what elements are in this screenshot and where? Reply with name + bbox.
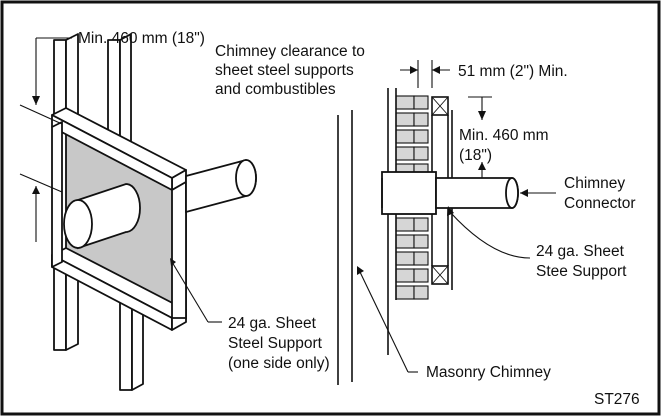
leader-sheet-support-left (170, 258, 222, 323)
brick (413, 285, 429, 300)
label-min-460-right-1: Min. 460 mm (459, 127, 549, 144)
dimension-min-460-right (460, 96, 492, 179)
label-sheet-support-left-2: Steel Support (228, 335, 323, 352)
brick (395, 268, 415, 283)
brick (413, 112, 429, 127)
brick (395, 217, 415, 232)
label-51mm: 51 mm (2") Min. (458, 63, 568, 80)
brick (413, 95, 429, 110)
brick (395, 285, 415, 300)
label-chimney-connector-2: Connector (564, 195, 636, 212)
masonry-chimney-walls (337, 88, 389, 385)
chimney-connector-pipe-left-front (63, 183, 141, 250)
label-min-460-top: Min. 460 mm (18") (78, 30, 205, 47)
jamb-right (171, 181, 187, 319)
brick (413, 268, 429, 283)
brick (413, 251, 429, 266)
brick (413, 146, 429, 161)
brick (413, 234, 429, 249)
label-sheet-support-left-1: 24 ga. Sheet (228, 315, 317, 332)
label-sheet-support-right-1: 24 ga. Sheet (536, 243, 625, 260)
brick (395, 146, 415, 161)
thimble-and-connector (381, 171, 519, 215)
label-sheet-support-left-3: (one side only) (228, 355, 330, 372)
brick (395, 234, 415, 249)
dimension-51mm (400, 60, 450, 88)
jamb-left (51, 121, 63, 268)
label-figure-code: ST276 (594, 391, 640, 408)
brick (395, 129, 415, 144)
brick (413, 217, 429, 232)
brick (395, 95, 415, 110)
label-chimney-connector-1: Chimney (564, 175, 625, 192)
label-sheet-support-right-2: Stee Support (536, 263, 627, 280)
leaders-right (357, 189, 556, 373)
label-masonry-chimney: Masonry Chimney (426, 364, 551, 381)
chimney-connector-pipe-left-rear (185, 159, 257, 214)
dimension-min-460-left (19, 37, 72, 242)
brick (413, 129, 429, 144)
label-clearance-line3: and combustibles (215, 81, 336, 98)
label-clearance-line1: Chimney clearance to (215, 43, 365, 60)
brick (395, 112, 415, 127)
brick (395, 251, 415, 266)
label-min-460-right-2: (18") (459, 147, 492, 164)
label-clearance-line2: sheet steel supports (215, 62, 354, 79)
